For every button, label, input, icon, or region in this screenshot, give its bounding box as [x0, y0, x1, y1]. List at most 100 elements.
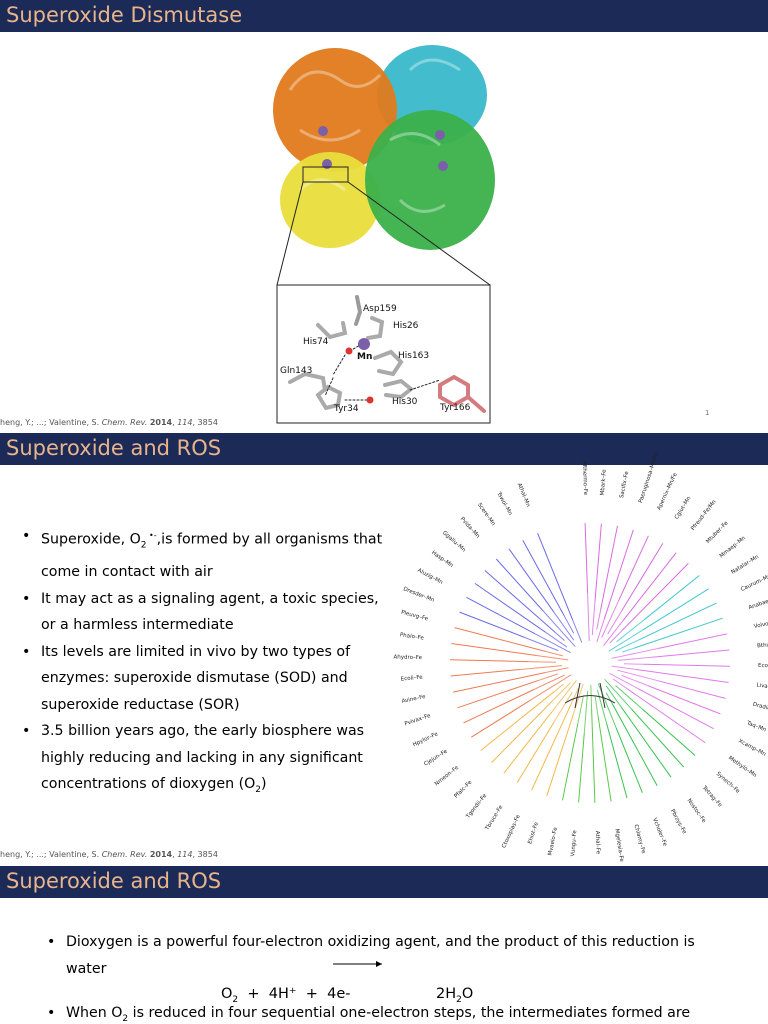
tree-branch: [584, 523, 589, 594]
eq-plus: +: [305, 986, 318, 1002]
his30-stick: [383, 378, 415, 400]
tree-leaf-label: Phalo–Fe: [399, 632, 424, 641]
eq-electrons: 4e-: [327, 986, 351, 1002]
tree-branch: [516, 722, 555, 783]
tree-leaf-label: Methylo–Mn: [727, 755, 758, 779]
tree-leaf-label: Hpylor–Fe: [412, 731, 440, 748]
tree-branch: [471, 699, 531, 738]
eq-plus: +: [247, 986, 260, 1002]
tyr34-stick: [315, 384, 343, 411]
tree-leaf-label: Pvida–Mn: [459, 516, 481, 540]
tree-branch: [480, 691, 555, 751]
citation-pages: , 3854: [192, 850, 218, 859]
label-tyr166: Tyr166: [439, 403, 471, 413]
tree-root: [564, 682, 616, 709]
tree-leaf-label: Tbruce–Fe: [484, 804, 505, 832]
ribbon-orange-subunit: [273, 48, 397, 172]
water-oxygen-2: [366, 396, 374, 404]
tree-branch: [562, 723, 579, 801]
tree-branch: [631, 708, 685, 768]
tree-branch-inner: [536, 655, 569, 661]
bullet-superoxide-formation: Superoxide, O2 •-,is formed by all organ…: [22, 523, 386, 586]
citation-year: 2014: [149, 418, 173, 427]
tree-leaf-label: Scere–Mn: [476, 502, 496, 527]
tree-branch-inner: [608, 629, 643, 652]
tree-branch-inner: [530, 674, 572, 701]
tree-branch-inner: [596, 619, 605, 643]
tree-leaf-label: Anabae–Mn: [748, 595, 768, 611]
tree-branch-inner: [596, 689, 607, 723]
tree-branch-inner: [553, 691, 573, 724]
ribbon-yellow-subunit: [280, 152, 380, 248]
mn-atom-2: [435, 130, 445, 140]
tree-leaf-label: Tgondii–Fe: [465, 792, 489, 820]
tree-leaf-label: Synech–Fe: [715, 771, 741, 795]
tree-leaf-label: Apernix–Mn/Fe: [656, 472, 678, 512]
his26-stick: [366, 316, 385, 340]
tree-branch: [459, 611, 525, 638]
reduction-equation: O2 + 4H⁺ + 4e-: [221, 986, 351, 1005]
label-mn: Mn: [357, 352, 372, 362]
tree-branch: [658, 633, 728, 649]
tree-branch: [633, 617, 723, 649]
tree-leaf-label: Mgelesia–Fe: [613, 828, 624, 862]
tree-leaf-label: Pvivax–Fe: [404, 713, 432, 728]
tree-leaf-label: Vungu–Fe: [570, 829, 578, 856]
tree-branch: [457, 679, 539, 709]
tree-branch: [522, 539, 565, 616]
tree-branch: [578, 732, 585, 803]
label-his26: His26: [393, 321, 419, 331]
eq-protons: 4H⁺: [268, 986, 297, 1002]
tree-branch: [642, 708, 696, 756]
tree-branch-inner: [535, 633, 571, 654]
tree-branch-inner: [607, 609, 623, 635]
bullet-dioxygen-oxidizing: Dioxygen is a powerful four-electron oxi…: [47, 929, 726, 982]
tree-leaf-label: Xcamp–Mn: [737, 738, 767, 758]
tree-branch-inner: [621, 674, 648, 687]
tree-branch-inner: [612, 678, 629, 690]
tree-branch: [449, 659, 529, 663]
tree-branch-inner: [551, 679, 577, 713]
tree-leaf-label: Cglut–Mn: [674, 495, 693, 520]
tree-branch-inner: [611, 665, 636, 670]
tree-leaf-label: Aluzig–Mn: [416, 568, 444, 587]
tree-branch-inner: [615, 685, 643, 710]
label-tyr34: Tyr34: [333, 404, 359, 414]
slide-2-citation: heng, Y.; ...; Valentine, S. Chem. Rev. …: [0, 850, 218, 859]
slide-3-title: Superoxide and ROS: [6, 869, 222, 893]
tree-branch: [450, 669, 521, 677]
eq-o2: O: [221, 986, 233, 1002]
bullet-early-biosphere: 3.5 billion years ago, the early biosphe…: [22, 718, 386, 803]
tree-leaf-label: Avine–Fe: [401, 694, 426, 705]
tree-leaf-label: Athal–Fe: [594, 831, 601, 855]
tree-branch: [622, 552, 677, 621]
zoom-line-right: [347, 181, 491, 286]
slide-1: Superoxide Dismutase: [0, 0, 768, 433]
tree-branch-inner: [611, 647, 659, 659]
tree-leaf-label: Ecoli–Fe: [401, 675, 424, 683]
tree-leaf-label: Pfreud–Fe/Mn: [690, 499, 718, 532]
tree-leaf-label: Ahydro–Fe: [393, 654, 422, 661]
gln143-stick: [288, 371, 327, 392]
tree-leaf-label: Sacifix–Fe: [619, 470, 630, 498]
tree-branch-inner: [594, 696, 599, 717]
tree-branch: [451, 643, 537, 656]
tree-branch-inner: [583, 690, 589, 733]
tree-branch-inner: [572, 620, 583, 643]
sod-protein-structure-figure: Asp159 His26 His74 Mn His163 Gln143 Tyr3…: [273, 45, 495, 424]
equation-product: 2H2O: [436, 986, 474, 1005]
tree-branch-inner: [617, 656, 652, 661]
tree-leaf-label: Vcholer–Fe: [651, 817, 668, 847]
citation-volume: 114: [177, 850, 193, 859]
tree-branch: [620, 706, 672, 778]
tree-branch: [508, 548, 555, 613]
tree-leaf-label: Hasp–Mn: [430, 550, 454, 569]
tree-branch-inner: [590, 684, 593, 710]
tree-leaf-label: Cjejun–Fe: [423, 748, 449, 767]
label-his74: His74: [303, 337, 329, 347]
tree-leaf-label: Dresder–Mn: [402, 586, 435, 604]
tree-leaf-label: Nostoc–Fe: [686, 798, 707, 825]
water-oxygen-1: [345, 347, 353, 355]
citation-pages: , 3854: [192, 418, 218, 427]
